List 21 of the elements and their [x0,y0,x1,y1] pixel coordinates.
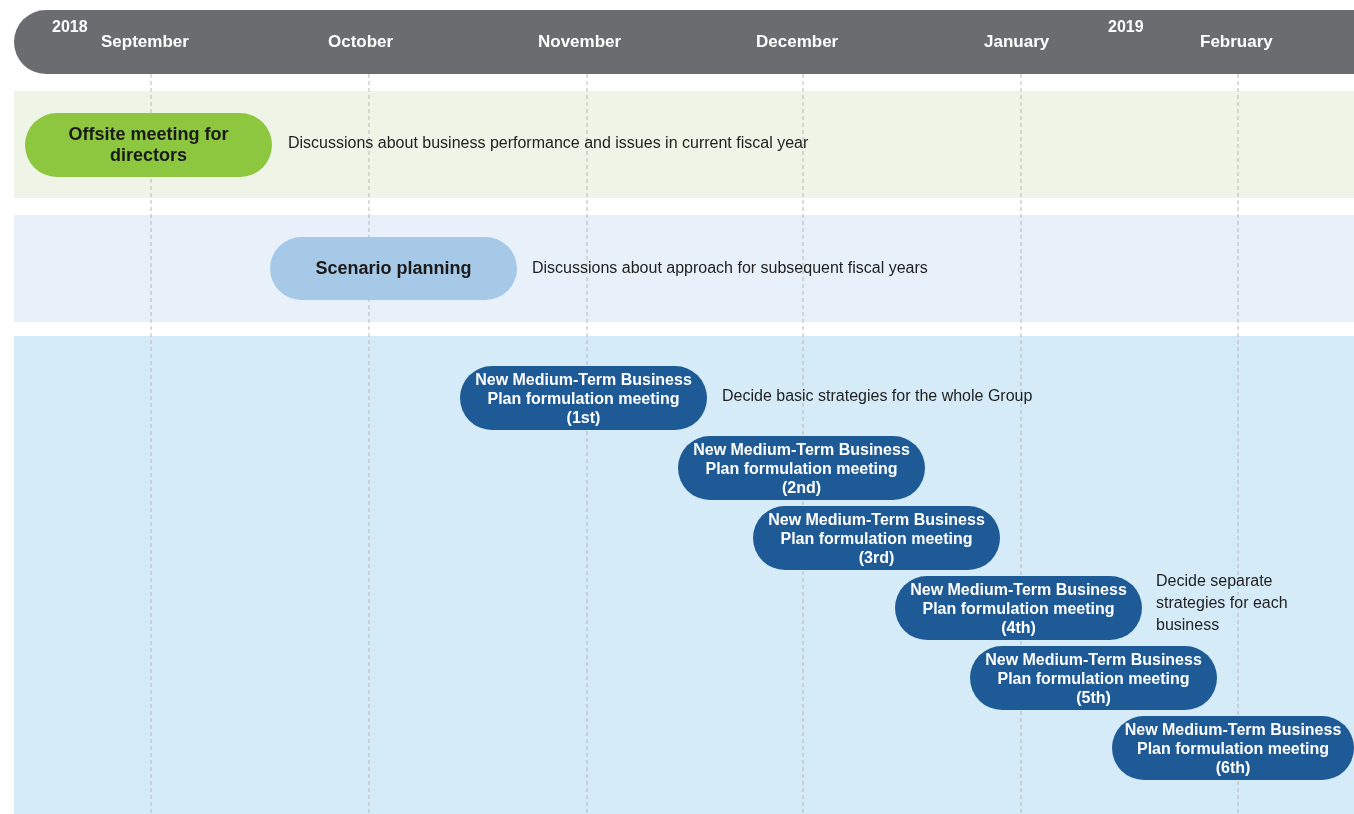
meeting-title: New Medium-Term Business Plan formulation meeting (3rd) [767,509,986,567]
meeting-title: New Medium-Term Business Plan formulation meeting (2nd) [692,439,911,497]
meeting-title: New Medium-Term Business Plan formulation meeting (1st) [474,369,693,427]
description-text: Discussions about approach for subsequent fiscal years [532,258,929,278]
meeting-title: Scenario planning [315,258,472,279]
month-label: December [756,32,839,52]
meeting-title: Offsite meeting for directors [67,124,230,166]
year-label: 2018 [52,18,88,36]
year-label: 2019 [1108,18,1144,36]
meeting-title: New Medium-Term Business Plan formulation meeting (4th) [909,579,1128,637]
month-label: September [101,32,189,52]
description-text: Decide basic strategies for the whole Group [722,386,1034,406]
meeting-title: New Medium-Term Business Plan formulation meeting (5th) [984,649,1203,707]
month-label: October [328,32,394,52]
meeting-title: New Medium-Term Business Plan formulation meeting (6th) [1123,719,1343,777]
month-label: January [984,32,1050,52]
month-label: November [538,32,622,52]
meeting-pill [1112,716,1354,780]
description-text: Decide separate strategies for each business [1156,571,1289,635]
month-label: February [1200,32,1273,52]
description-text: Discussions about business performance and issues in current fiscal year [288,133,810,153]
